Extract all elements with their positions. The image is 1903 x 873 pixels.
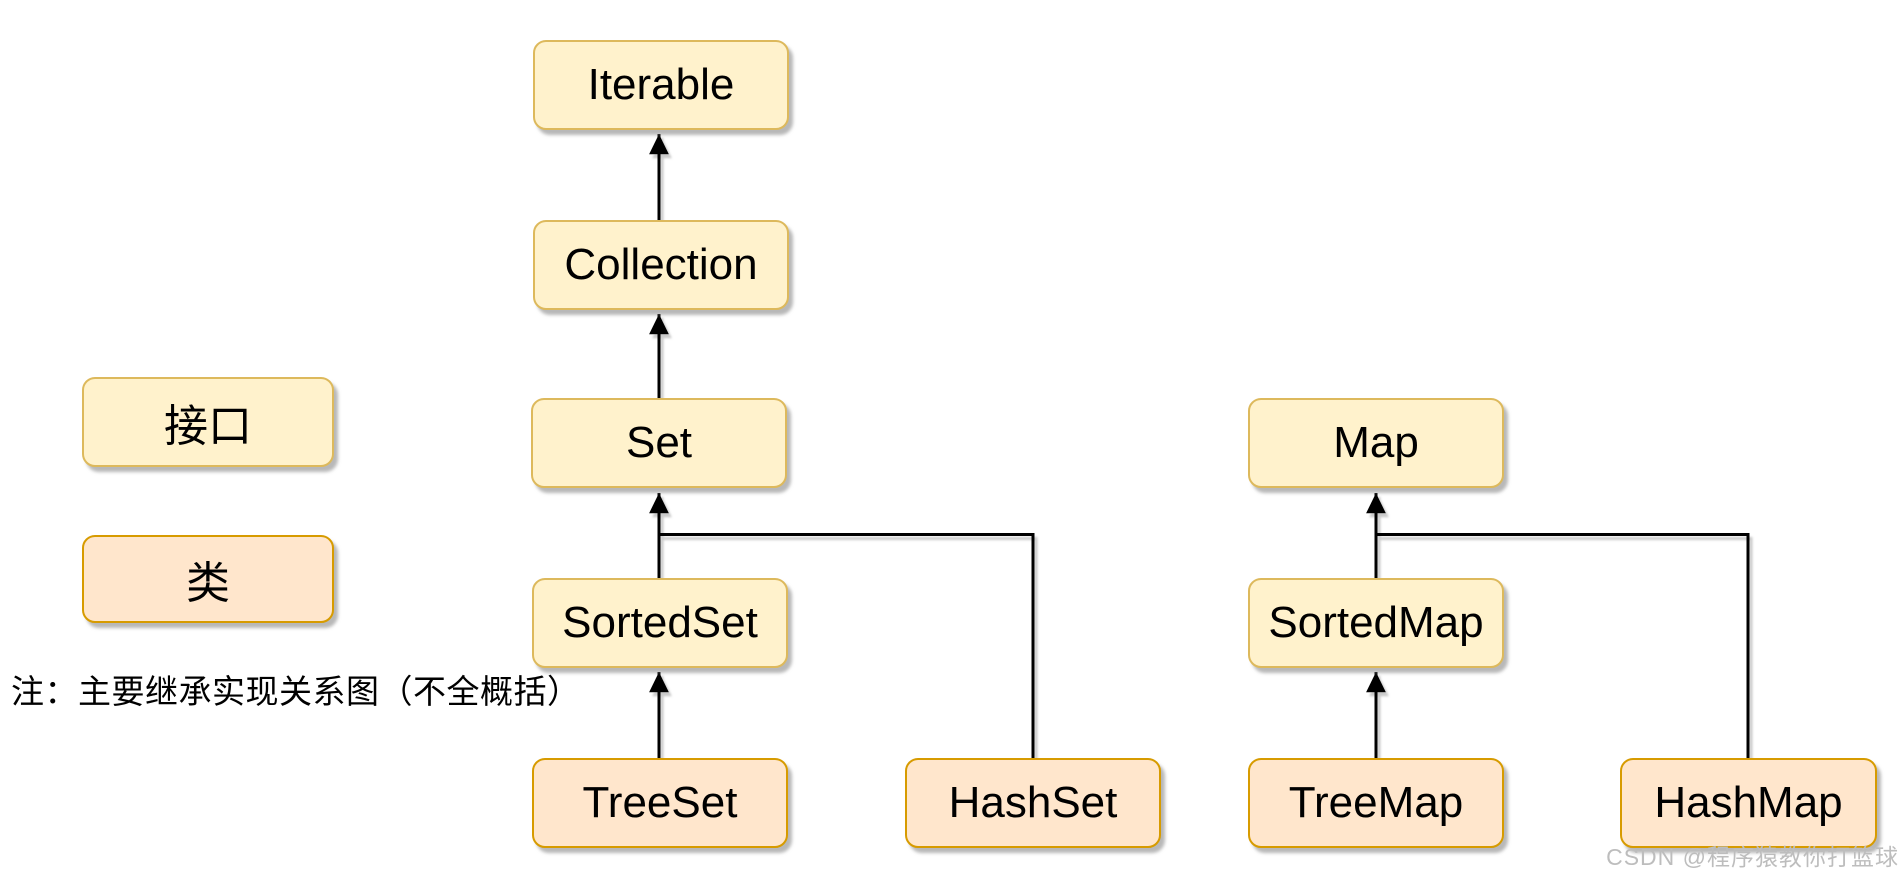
note-text: 注：主要继承实现关系图（不全概括） <box>11 673 581 710</box>
node-set-label: Set <box>625 418 693 467</box>
node-collection-label: Collection <box>564 240 758 289</box>
node-hashmap-label: HashMap <box>1654 778 1843 827</box>
node-treeset: TreeSet <box>532 758 788 848</box>
node-collection: Collection <box>533 220 789 310</box>
node-hashset-label: HashSet <box>948 778 1118 827</box>
node-hashmap: HashMap <box>1620 758 1877 848</box>
watermark: CSDN @程序猿教你打篮球 <box>1606 844 1899 870</box>
node-sortedset-label: SortedSet <box>562 598 758 647</box>
node-sortedmap: SortedMap <box>1248 578 1504 668</box>
node-treemap: TreeMap <box>1248 758 1504 848</box>
legend-class-label: 类 <box>186 559 230 608</box>
node-map: Map <box>1248 398 1504 488</box>
node-iterable: Iterable <box>533 40 789 130</box>
legend-class-box: 类 <box>82 535 334 623</box>
node-set: Set <box>531 398 787 488</box>
node-map-label: Map <box>1333 418 1419 467</box>
legend-interface-box: 接口 <box>82 377 334 467</box>
node-hashset: HashSet <box>905 758 1161 848</box>
node-treeset-label: TreeSet <box>582 778 738 827</box>
node-sortedset: SortedSet <box>532 578 788 668</box>
node-iterable-label: Iterable <box>587 60 735 109</box>
node-treemap-label: TreeMap <box>1288 778 1464 827</box>
node-sortedmap-label: SortedMap <box>1268 598 1484 647</box>
legend-interface-label: 接口 <box>164 402 252 451</box>
